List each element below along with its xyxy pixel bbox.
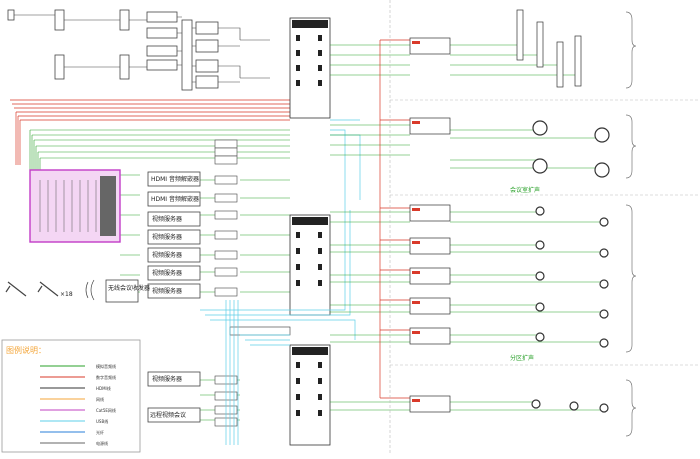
- column-speaker-icon: [536, 21, 544, 68]
- black-lines: [14, 14, 270, 83]
- column-speakers: [516, 9, 582, 88]
- hdmi-decoder-1: [147, 171, 201, 187]
- ceiling-speaker-icon: [599, 279, 609, 289]
- receiver-unit: [146, 45, 178, 57]
- ceiling-speaker-icon: [599, 217, 609, 227]
- remote-video-label: 远程视频会议: [150, 411, 186, 419]
- video-server-label: 视频服务器: [152, 215, 182, 223]
- microphone-icon: [37, 281, 59, 297]
- legend-title: 图例说明：: [6, 345, 46, 355]
- zone-label: 会议室扩声: [510, 186, 540, 194]
- receiver-unit: [146, 27, 178, 39]
- video-server-2: [147, 229, 201, 245]
- video-server-bottom: [147, 371, 201, 387]
- zone-label: 分区扩声: [510, 354, 534, 362]
- legend-item: USB线: [96, 418, 108, 424]
- ceiling-speaker-icon: [532, 158, 548, 174]
- hdmi-decoder-2: [147, 191, 201, 207]
- legend-item: 数字音频线: [96, 374, 116, 380]
- receiver-unit: [54, 54, 65, 80]
- video-server-4: [147, 265, 201, 281]
- legend: 图例说明： 模拟音频线 数字音频线 HDMI线 网线 Cat5E网线 USB线 …: [1, 339, 141, 453]
- splitter-port: [195, 21, 219, 35]
- video-server-label: 视频服务器: [152, 251, 182, 259]
- top-left-receivers: [7, 9, 219, 91]
- ceiling-speakers: [531, 120, 610, 413]
- column-speaker-icon: [574, 35, 582, 87]
- legend-item: Cat5E网线: [96, 407, 116, 413]
- hdmi-decoder-label: HDMI 音频解嵌器: [151, 195, 199, 203]
- red-lines-right: [379, 39, 410, 399]
- green-lines-right: [330, 44, 600, 411]
- video-server-label: 视频服务器: [152, 269, 182, 277]
- splitter-port: [195, 59, 219, 73]
- video-server-bottom-label: 视频服务器: [152, 375, 182, 383]
- ceiling-speaker-icon: [599, 403, 609, 413]
- red-lines-left: [10, 99, 290, 165]
- hdmi-decoder-label: HDMI 音频解嵌器: [151, 175, 199, 183]
- legend-item: HDMI线: [96, 385, 111, 391]
- receiver-unit: [119, 9, 130, 31]
- splitter-port: [195, 75, 219, 89]
- receiver-unit: [7, 9, 15, 21]
- ceiling-speaker-icon: [599, 248, 609, 258]
- wireless-conf-label: 无线会议收发器: [108, 284, 150, 292]
- ceiling-speaker-icon: [594, 162, 610, 178]
- remote-video-conf: [147, 407, 201, 423]
- ceiling-speaker-icon: [599, 309, 609, 319]
- ceiling-speaker-icon: [535, 302, 545, 312]
- video-server-1: [147, 211, 201, 227]
- ceiling-speaker-icon: [535, 240, 545, 250]
- legend-item: 网线: [96, 396, 104, 402]
- microphone-icon: [5, 281, 27, 297]
- splitter-port: [195, 39, 219, 53]
- receiver-unit: [146, 59, 178, 71]
- ceiling-speaker-icon: [569, 401, 579, 411]
- ceiling-speaker-icon: [531, 399, 541, 409]
- video-server-label: 视频服务器: [152, 287, 182, 295]
- ceiling-speaker-icon: [535, 206, 545, 216]
- zone-braces: [625, 11, 637, 437]
- splitter: [181, 19, 193, 91]
- video-server-5: [147, 283, 201, 299]
- dsp-processors: [229, 17, 331, 446]
- ceiling-speaker-icon: [594, 127, 610, 143]
- ceiling-speaker-icon: [535, 332, 545, 342]
- zone-separators: [389, 0, 700, 455]
- legend-item: 模拟音频线: [96, 363, 116, 369]
- source-devices: HDMI 音频解嵌器 HDMI 音频解嵌器 视频服务器 视频服务器 视频服务器 …: [147, 139, 238, 427]
- video-server-3: [147, 247, 201, 263]
- receiver-unit: [119, 54, 130, 80]
- legend-item: 光纤: [96, 429, 104, 435]
- mic-count: ×18: [60, 291, 73, 298]
- wireless-signal-icon: [85, 279, 95, 301]
- mixing-console: [29, 169, 121, 243]
- receiver-unit: [146, 11, 178, 23]
- video-server-label: 视频服务器: [152, 233, 182, 241]
- ceiling-speaker-icon: [532, 120, 548, 136]
- ceiling-speaker-icon: [535, 271, 545, 281]
- wireless-conf-box: [105, 279, 139, 303]
- column-speaker-icon: [516, 9, 524, 61]
- legend-item: 电源线: [96, 440, 108, 446]
- receiver-unit: [54, 9, 65, 31]
- network-switch: [229, 326, 291, 336]
- wireless-section: ×18 无线会议收发器: [5, 279, 150, 303]
- amplifiers: [409, 37, 451, 413]
- column-speaker-icon: [556, 41, 564, 88]
- ceiling-speaker-icon: [599, 338, 609, 348]
